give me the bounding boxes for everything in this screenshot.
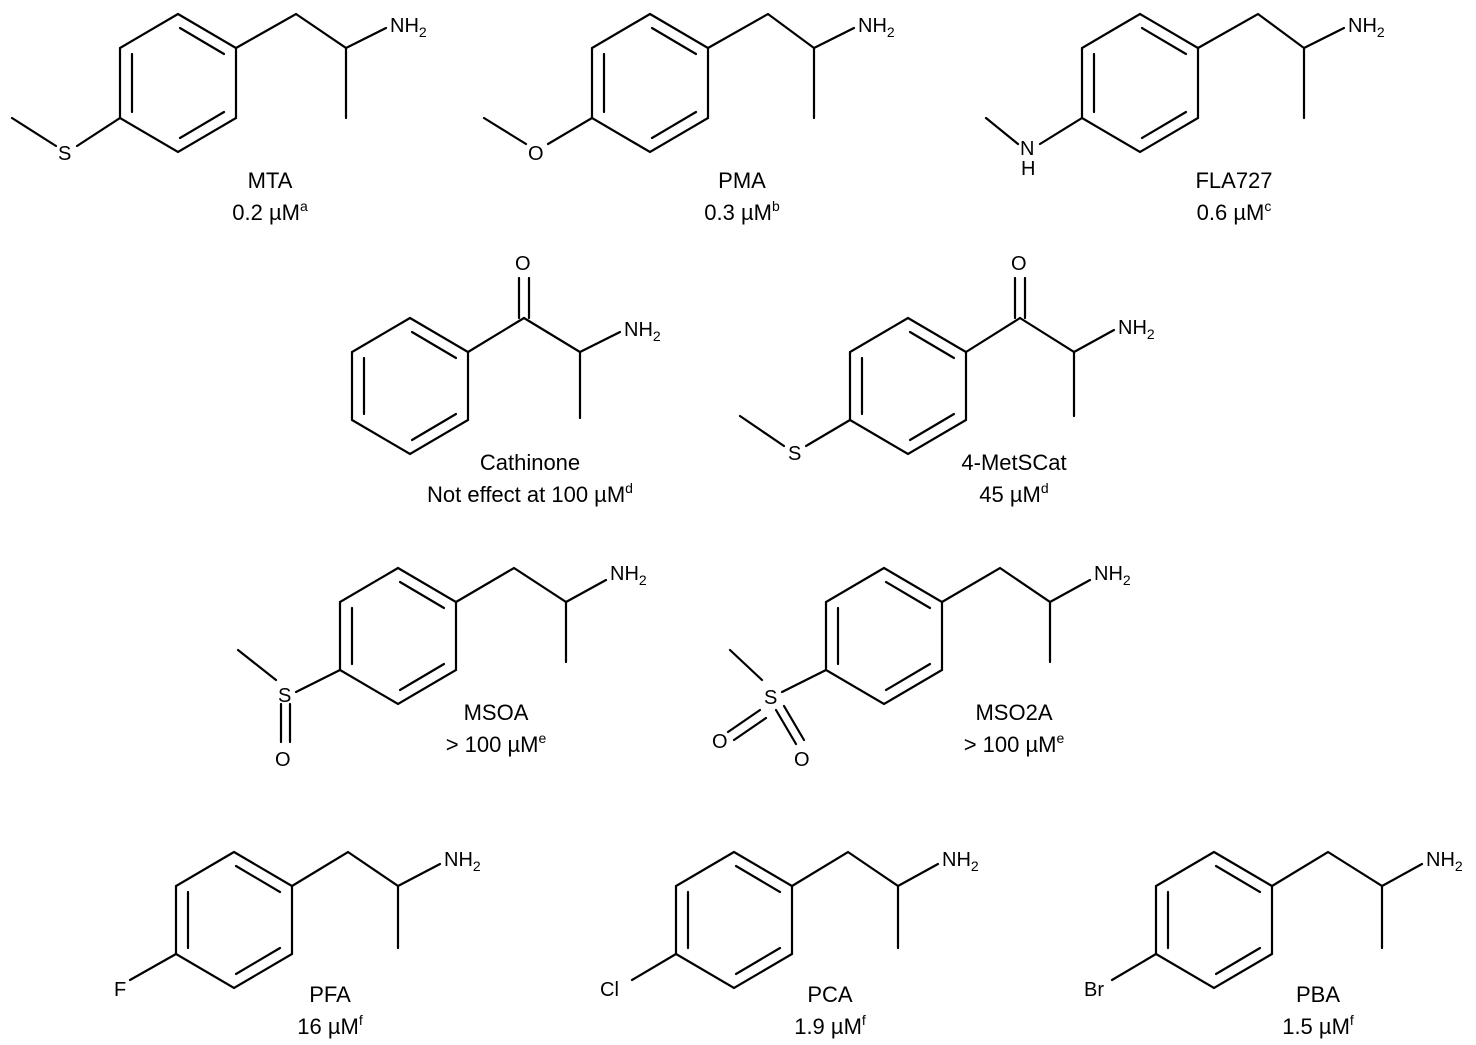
- pfa-value: 16 µMf: [297, 1012, 363, 1039]
- pca-bonds: [630, 850, 940, 990]
- compound-msoa: NH2 S O MSOA > 100 µMe: [236, 563, 647, 771]
- mta-name: MTA: [248, 168, 293, 193]
- pfa-bonds: [128, 850, 442, 990]
- compound-pca: NH2 Cl PCA 1.9 µMf: [600, 849, 979, 1039]
- metscat-value: 45 µMd: [979, 480, 1048, 507]
- msoa-sulfur-label: S: [278, 685, 291, 707]
- mta-amine-label: NH2: [390, 15, 427, 40]
- mta-bonds: [10, 12, 388, 154]
- fla727-value: 0.6 µMc: [1197, 198, 1272, 225]
- mso2a-value: > 100 µMe: [964, 730, 1065, 757]
- pma-amine-label: NH2: [858, 15, 895, 40]
- mso2a-oxygen-right-label: O: [794, 749, 810, 771]
- cathinone-bonds: [350, 276, 622, 456]
- fla727-hydrogen-label: H: [1021, 158, 1035, 180]
- pba-bromine-label: Br: [1084, 979, 1104, 1001]
- compound-fla727: NH2 N H FLA727 0.6 µMc: [984, 12, 1385, 225]
- metscat-oxygen-label: O: [1011, 253, 1027, 275]
- cathinone-value: Not effect at 100 µMd: [427, 480, 633, 507]
- compound-pfa: NH2 F PFA 16 µMf: [114, 849, 481, 1039]
- msoa-value: > 100 µMe: [446, 730, 547, 757]
- msoa-amine-label: NH2: [610, 563, 647, 588]
- fla727-name: FLA727: [1195, 168, 1272, 193]
- cathinone-name: Cathinone: [480, 450, 580, 475]
- mso2a-bonds: [726, 566, 1092, 746]
- cathinone-oxygen-label: O: [515, 253, 531, 275]
- pca-amine-label: NH2: [942, 849, 979, 874]
- pca-value: 1.9 µMf: [794, 1012, 866, 1039]
- compound-4-metscat: O NH2 S 4-MetSCat 45 µMd: [738, 253, 1155, 507]
- fla727-bonds: [984, 12, 1346, 154]
- pba-name: PBA: [1296, 982, 1340, 1007]
- pfa-name: PFA: [309, 982, 351, 1007]
- pfa-fluorine-label: F: [114, 979, 126, 1001]
- mta-sulfur-label: S: [58, 143, 71, 165]
- pba-amine-label: NH2: [1426, 849, 1463, 874]
- compound-pba: NH2 Br PBA 1.5 µMf: [1084, 849, 1463, 1039]
- mta-value: 0.2 µMa: [232, 198, 308, 225]
- mso2a-oxygen-left-label: O: [712, 731, 728, 753]
- pca-name: PCA: [807, 982, 853, 1007]
- metscat-bonds: [738, 276, 1116, 456]
- pfa-amine-label: NH2: [444, 849, 481, 874]
- pma-value: 0.3 µMb: [704, 198, 780, 225]
- metscat-sulfur-label: S: [788, 443, 801, 465]
- pba-bonds: [1110, 850, 1424, 990]
- compound-pma: NH2 O PMA 0.3 µMb: [482, 12, 895, 225]
- metscat-name: 4-MetSCat: [961, 450, 1066, 475]
- fla727-amine-label: NH2: [1348, 15, 1385, 40]
- msoa-bonds: [236, 566, 608, 744]
- metscat-amine-label: NH2: [1118, 317, 1155, 342]
- pma-bonds: [482, 12, 856, 154]
- compound-mso2a: NH2 S O O MSO2A > 100 µMe: [712, 563, 1131, 771]
- mso2a-sulfur-label: S: [764, 687, 777, 709]
- pba-value: 1.5 µMf: [1282, 1012, 1354, 1039]
- compound-mta: NH2 S MTA 0.2 µMa: [10, 12, 427, 225]
- pma-oxygen-label: O: [528, 143, 544, 165]
- mso2a-amine-label: NH2: [1094, 563, 1131, 588]
- msoa-oxygen-label: O: [275, 749, 291, 771]
- cathinone-amine-label: NH2: [624, 319, 661, 344]
- pca-chlorine-label: Cl: [600, 979, 619, 1001]
- mso2a-name: MSO2A: [975, 700, 1052, 725]
- msoa-name: MSOA: [464, 700, 529, 725]
- pma-name: PMA: [718, 168, 766, 193]
- compound-cathinone: O NH2 Cathinone Not effect at 100 µMd: [350, 253, 661, 507]
- fla727-nitrogen-label: N: [1020, 138, 1034, 160]
